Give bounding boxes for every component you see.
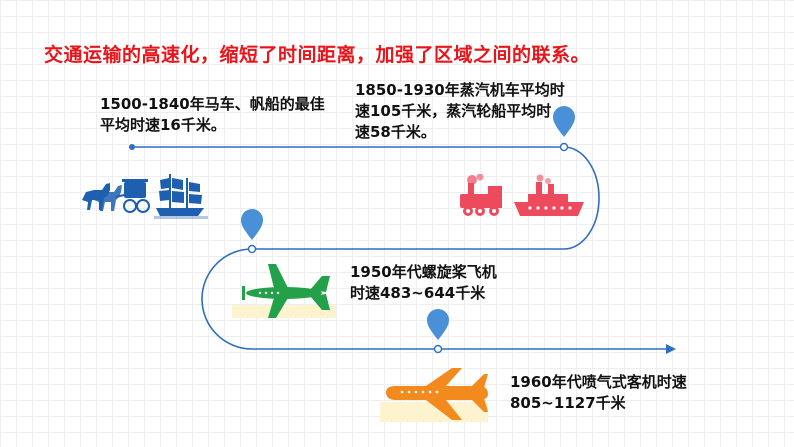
route-node-2 bbox=[247, 244, 257, 254]
stage-caption-steam-era: 1850-1930年蒸汽机车平均时速105千米，蒸汽轮船平均时速58千米。 bbox=[355, 81, 565, 141]
route-line bbox=[132, 146, 668, 350]
route-node-1 bbox=[559, 142, 569, 152]
propeller-airplane-icon bbox=[242, 264, 330, 318]
map-pin-icon bbox=[241, 209, 263, 240]
jet-airliner-icon bbox=[386, 368, 488, 420]
highlight-band bbox=[380, 402, 488, 422]
map-pin-icon bbox=[427, 309, 449, 340]
steam-locomotive-and-steamship-icon bbox=[460, 174, 584, 216]
stage-caption-carriage-era: 1500-1840年马车、帆船的最佳平均时速16千米。 bbox=[100, 95, 325, 134]
map-pin-icon bbox=[553, 106, 575, 137]
stage-caption-jet-era: 1960年代喷气式客机时速805~1127千米 bbox=[510, 373, 687, 412]
route-start-dot bbox=[129, 144, 135, 150]
horse-carriage-and-sailing-ship-icon bbox=[82, 174, 208, 219]
route-arrowhead bbox=[666, 344, 676, 354]
slide-heading: 交通运输的高速化，缩短了时间距离，加强了区域之间的联系。 bbox=[44, 44, 591, 66]
route-node-3 bbox=[433, 344, 443, 354]
stage-caption-propeller-era: 1950年代螺旋桨飞机时速483~644千米 bbox=[350, 263, 497, 302]
highlight-band bbox=[232, 305, 336, 318]
